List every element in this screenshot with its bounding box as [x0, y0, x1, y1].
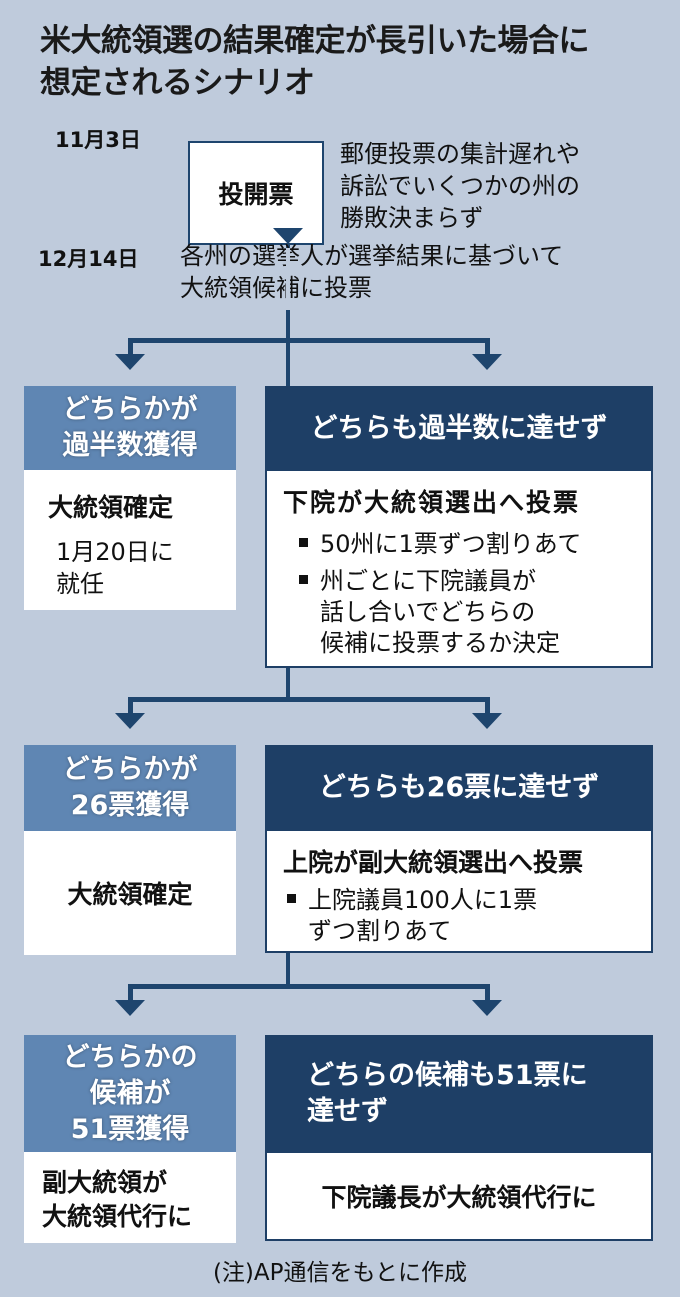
- speaker-acting: 下院議長が大統領代行に: [321, 1183, 597, 1212]
- header-line: 過半数獲得: [62, 430, 198, 461]
- vp-acting-line: 副大統領が: [42, 1168, 168, 1197]
- bullet-square-icon: [299, 574, 308, 584]
- connector-line: [286, 312, 290, 342]
- branch-line: [485, 697, 490, 715]
- header-line: どちらの候補も51票に: [307, 1060, 588, 1091]
- no-majority-header: どちらも過半数に達せず: [265, 386, 653, 471]
- no-26-votes-body: 上院が副大統領選出へ投票 上院議員100人に1票 ずつ割りあて: [265, 831, 653, 953]
- arrow-down-icon: [472, 354, 502, 370]
- branch-line: [485, 338, 490, 356]
- step1-note-line: 勝敗決まらず: [340, 204, 484, 232]
- branch-line: [128, 984, 490, 989]
- no-51-votes-body: 下院議長が大統領代行に: [265, 1153, 653, 1241]
- majority-won-header: どちらかが 過半数獲得: [24, 386, 236, 470]
- branch-line: [128, 697, 133, 715]
- bullet-item: 50州に1票ずつ割りあて: [283, 529, 651, 560]
- bullet-text: 話し合いでどちらの: [320, 598, 536, 626]
- step1-note-line: 郵便投票の集計遅れや: [340, 140, 580, 168]
- step2-note: 各州の選挙人が選挙結果に基づいて 大統領候補に投票: [180, 240, 563, 304]
- header-line: 候補が: [89, 1077, 171, 1109]
- bullet-text: 候補に投票するか決定: [320, 629, 560, 657]
- no-majority-body: 下院が大統領選出へ投票 50州に1票ずつ割りあて 州ごとに下院議員が 話し合いで…: [265, 471, 653, 668]
- arrow-down-icon: [115, 1000, 145, 1016]
- date-dec-14: 12月14日: [38, 247, 139, 271]
- connector-line: [286, 245, 290, 463]
- arrow-down-icon: [273, 228, 303, 244]
- 26-votes-won-body: 大統領確定: [24, 831, 236, 955]
- 51-votes-won-body: 副大統領が 大統領代行に: [24, 1152, 236, 1243]
- bullet-text: 上院議員100人に1票: [308, 886, 538, 914]
- arrow-down-icon: [472, 1000, 502, 1016]
- branch-line: [485, 984, 490, 1002]
- bullet-text: ずつ割りあて: [308, 917, 452, 945]
- president-confirmed: 大統領確定: [67, 880, 193, 909]
- bullet-text: 州ごとに下院議員が: [320, 567, 536, 595]
- header-line: どちらかが: [62, 394, 198, 425]
- inauguration-line: 1月20日に: [56, 538, 174, 566]
- header-line: 達せず: [307, 1096, 388, 1127]
- title-line-2: 想定されるシナリオ: [40, 65, 315, 101]
- branch-line: [128, 984, 133, 1002]
- vp-acting-line: 大統領代行に: [42, 1202, 193, 1231]
- 26-votes-won-header: どちらかが 26票獲得: [24, 745, 236, 831]
- bullet-item: 州ごとに下院議員が 話し合いでどちらの 候補に投票するか決定: [283, 566, 651, 659]
- connector-line: [286, 668, 290, 700]
- header-line: どちらかの: [62, 1041, 198, 1073]
- step2-note-line: 各州の選挙人が選挙結果に基づいて: [180, 242, 564, 270]
- line-mask: [286, 248, 290, 310]
- header-line: どちらかが: [62, 754, 198, 785]
- house-vote-title: 下院が大統領選出へ投票: [283, 488, 581, 517]
- no-26-votes-header: どちらも26票に達せず: [265, 745, 653, 831]
- majority-won-body: 大統領確定 1月20日に 就任: [24, 470, 236, 610]
- bullet-text: 50州に1票ずつ割りあて: [320, 530, 582, 558]
- title-line-1: 米大統領選の結果確定が長引いた場合に: [40, 23, 590, 59]
- president-confirmed: 大統領確定: [48, 493, 174, 522]
- step2-note-line: 大統領候補に投票: [180, 274, 372, 302]
- header-line: 51票獲得: [70, 1113, 190, 1145]
- senate-vote-title: 上院が副大統領選出へ投票: [283, 848, 584, 877]
- source-note: (注)AP通信をもとに作成: [212, 1260, 468, 1286]
- arrow-down-icon: [115, 354, 145, 370]
- arrow-down-icon: [472, 713, 502, 729]
- bullet-square-icon: [287, 893, 296, 903]
- step1-note-line: 訴訟でいくつかの州の: [340, 172, 580, 200]
- vote-count-box: 投開票: [188, 141, 324, 245]
- arrow-down-icon: [115, 713, 145, 729]
- bullet-item: 上院議員100人に1票 ずつ割りあて: [283, 885, 651, 947]
- branch-line: [128, 338, 133, 356]
- branch-line: [128, 338, 490, 343]
- header-line: 26票獲得: [70, 790, 190, 821]
- 51-votes-won-header: どちらかの 候補が 51票獲得: [24, 1035, 236, 1152]
- connector-line: [286, 953, 290, 987]
- diagram-title: 米大統領選の結果確定が長引いた場合に 想定されるシナリオ: [40, 20, 660, 104]
- no-51-votes-header: どちらの候補も51票に 達せず: [265, 1035, 653, 1153]
- bullet-square-icon: [299, 537, 308, 547]
- date-nov-3: 11月3日: [55, 128, 141, 152]
- branch-line: [128, 697, 490, 702]
- step1-note: 郵便投票の集計遅れや 訴訟でいくつかの州の 勝敗決まらず: [340, 138, 580, 234]
- inauguration-line: 就任: [56, 570, 104, 598]
